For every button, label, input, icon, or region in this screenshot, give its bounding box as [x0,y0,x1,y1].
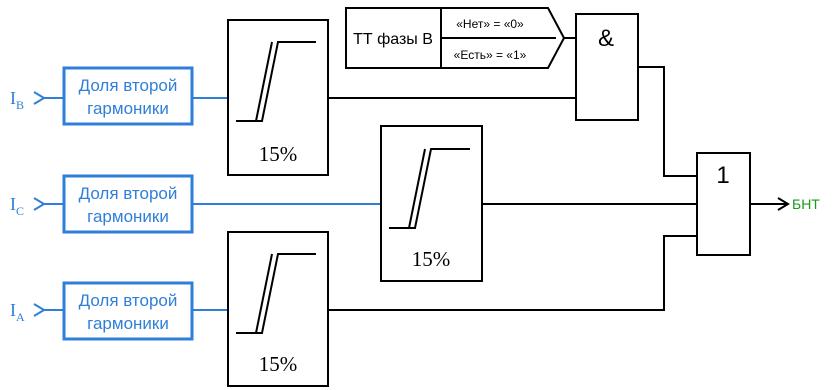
threshold-block-a: 15% [227,231,329,387]
or-gate-symbol: 1 [716,162,729,189]
and-gate-symbol: & [598,25,614,52]
output-label: БНТ [792,196,820,212]
input-c-harmonic-block [62,174,194,234]
input-a-harmonic-block [62,281,194,341]
input-c-label: IC [10,194,24,218]
input-b-row: IB Доля второй гармоники [10,66,228,126]
tt-option-yes: «Есть» = «1» [454,48,527,62]
input-a-row: IA Доля второй гармоники [10,281,228,341]
threshold-b-value: 15% [259,142,298,166]
input-c-arrow [33,197,46,211]
input-c-block-line2: гармоники [87,207,169,226]
threshold-block-b: 15% [227,19,329,176]
hysteresis-icon [389,148,470,229]
threshold-a-value: 15% [259,352,298,376]
tt-option-no: «Нет» = «0» [456,17,524,31]
input-b-block-line1: Доля второй [79,76,178,95]
input-b-arrow [33,91,46,105]
input-c-row: IC Доля второй гармоники [10,174,381,234]
tt-block-label: ТТ фазы В [353,31,433,48]
input-a-arrow [33,303,46,317]
input-b-harmonic-block [62,66,194,126]
or-gate: 1 [696,152,751,256]
input-c-block-line1: Доля второй [79,184,178,203]
input-a-label: IA [10,300,25,324]
output-bnt: БНТ [750,196,820,212]
hysteresis-icon [236,253,316,334]
input-b-block-line2: гармоники [87,99,169,118]
threshold-c-value: 15% [412,247,451,271]
hysteresis-icon [236,41,316,122]
tt-phase-b-block: ТТ фазы В «Нет» = «0» «Есть» = «1» [345,7,576,69]
and-gate: & [575,13,639,121]
input-a-block-line2: гармоники [87,314,169,333]
threshold-block-c: 15% [380,125,483,282]
input-a-block-line1: Доля второй [79,291,178,310]
input-b-label: IB [10,88,24,112]
output-arrow [777,197,790,211]
